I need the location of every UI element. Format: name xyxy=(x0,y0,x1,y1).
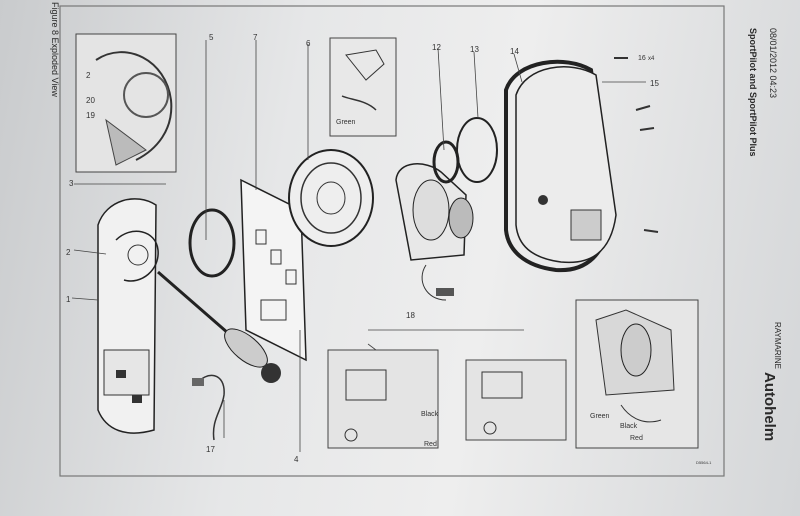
callout-17: 17 xyxy=(206,445,215,454)
connector xyxy=(192,378,204,386)
o-ring-part-13 xyxy=(456,117,498,183)
print-timestamp: 08/01/2012 04:23 xyxy=(768,28,778,99)
rear-housing-part-15 xyxy=(515,66,617,264)
motor-assembly-part-18 xyxy=(395,163,474,301)
label-green-top: Green xyxy=(336,119,356,126)
callout-12: 12 xyxy=(432,43,441,52)
inset-bottom-left xyxy=(327,349,439,449)
label-red-left: Red xyxy=(424,441,437,448)
callout-4: 4 xyxy=(294,455,299,464)
callout-7: 7 xyxy=(253,33,258,42)
product-title: SportPilot and SportPilot Plus xyxy=(748,28,758,157)
callout-16: 16 xyxy=(638,55,646,62)
callout-16-suffix: x4 xyxy=(648,56,655,62)
circuit-board-part-7 xyxy=(240,178,307,362)
callout-1: 1 xyxy=(66,295,71,304)
front-cover-part-1 xyxy=(97,198,159,434)
exploded-view-diagram: 1 2 2 3 4 5 6 7 12 13 14 15 16 x4 17 18 … xyxy=(59,5,725,477)
page-border xyxy=(59,5,725,477)
label-green-right: Green xyxy=(590,413,610,420)
leader-lines xyxy=(71,40,646,452)
company-name: RAYMARINE xyxy=(773,322,782,369)
drive-ring-part-6 xyxy=(288,149,374,247)
cable-part-17 xyxy=(195,374,225,441)
callout-14: 14 xyxy=(510,47,519,56)
manual-page: 1 2 2 3 4 5 6 7 12 13 14 15 16 x4 17 18 … xyxy=(46,0,776,516)
inset-green-wire xyxy=(329,37,397,137)
inset-bottom-middle xyxy=(465,359,567,441)
brand-logo: Autohelm xyxy=(761,372,778,442)
inset-bottom-right xyxy=(575,299,699,449)
inset-top-left xyxy=(75,33,177,173)
callout-5: 5 xyxy=(209,33,214,42)
callout-13: 13 xyxy=(470,45,479,54)
callout-2-main: 2 xyxy=(66,248,71,257)
doc-code: D5564-1 xyxy=(696,460,712,465)
callout-15: 15 xyxy=(650,79,659,88)
figure-caption: Figure 8 Exploded View xyxy=(50,2,60,97)
callout-19: 19 xyxy=(86,111,95,120)
label-black-right: Black xyxy=(620,423,638,430)
callout-3: 3 xyxy=(69,179,74,188)
callout-2-inset: 2 xyxy=(86,71,91,80)
drive-shaft-part-4 xyxy=(157,270,281,383)
screws-part-16 xyxy=(614,57,659,233)
callout-20: 20 xyxy=(86,96,95,105)
label-black-left: Black xyxy=(421,411,439,418)
label-red-right: Red xyxy=(630,435,643,442)
callout-6: 6 xyxy=(306,39,311,48)
callout-18: 18 xyxy=(406,311,415,320)
o-ring-part-5 xyxy=(188,208,236,278)
